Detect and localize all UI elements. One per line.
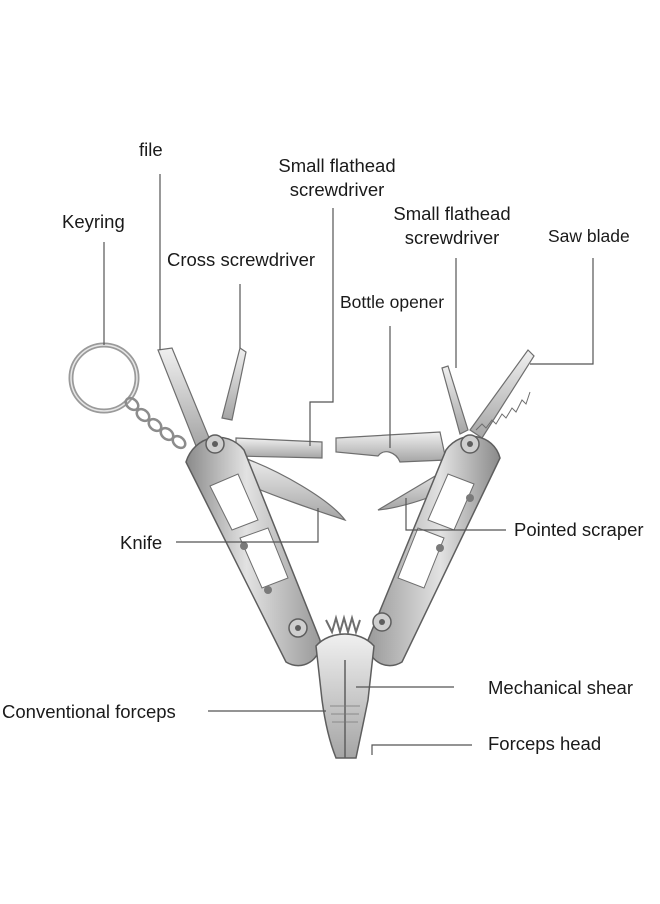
bottle-opener-tool (335, 431, 447, 463)
leader-knife (176, 508, 319, 543)
label-cross-screwdriver: Cross screwdriver (167, 249, 316, 270)
label-bottle-opener: Bottle opener (340, 292, 445, 312)
leader-forceps-head (371, 744, 472, 755)
leader-saw-blade (530, 258, 594, 365)
file-tool (157, 347, 211, 447)
cross-screwdriver-tool (221, 347, 247, 421)
label-knife: Knife (120, 532, 163, 553)
label-small-flathead-2-line2: screwdriver (404, 227, 500, 248)
small-flathead-left-tool (235, 437, 323, 459)
label-file: file (139, 139, 163, 160)
label-keyring: Keyring (62, 211, 125, 232)
label-small-flathead-1-line1: Small flathead (278, 155, 396, 176)
label-mechanical-shear: Mechanical shear (488, 677, 633, 698)
keyring-chain (124, 396, 187, 450)
saw-blade-tool (469, 349, 535, 439)
leader-pointed-scraper (405, 498, 506, 531)
spring (325, 614, 361, 636)
small-flathead-right-tool (441, 365, 469, 435)
label-saw-blade: Saw blade (548, 226, 630, 246)
label-small-flathead-1-line2: screwdriver (289, 179, 385, 200)
label-pointed-scraper: Pointed scraper (514, 519, 644, 540)
label-forceps-head: Forceps head (488, 733, 602, 754)
knife-tool (231, 454, 347, 522)
label-small-flathead-2: Small flathead screwdriver (376, 202, 528, 250)
label-small-flathead-2-line1: Small flathead (393, 203, 511, 224)
label-conventional-forceps: Conventional forceps (2, 701, 176, 722)
label-small-flathead-1: Small flathead screwdriver (262, 154, 412, 202)
leader-lines (103, 174, 594, 755)
leader-small-flathead-left (309, 208, 334, 446)
